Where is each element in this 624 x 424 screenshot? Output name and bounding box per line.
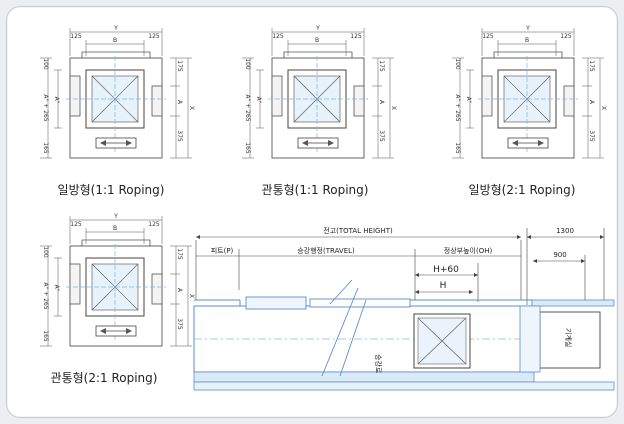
dim-125-right: 125 <box>148 221 160 228</box>
dim-y: Y <box>113 25 118 32</box>
section-diagram: 전고(TOTAL HEIGHT) 피트(P) 승강행정(TRAVEL) 정상부높… <box>193 226 615 391</box>
dim-a2: A" <box>255 97 262 104</box>
dim-a: A <box>176 100 183 105</box>
dim-y: Y <box>315 25 320 32</box>
dim-1300: 1300 <box>556 227 574 235</box>
hoistway-label: 승강로 <box>374 354 383 374</box>
dim-x: X <box>600 106 607 110</box>
dim-b: B <box>113 225 117 232</box>
dim-a2: A" <box>53 97 60 104</box>
caption-plan-2: 관통형(1:1 Roping) <box>262 183 369 197</box>
plan-body <box>267 51 369 159</box>
dim-100: 100 <box>42 58 49 70</box>
plan-body <box>477 51 579 159</box>
dim-375: 375 <box>378 130 385 142</box>
dim-165: 165 <box>454 142 461 154</box>
dim-x: X <box>188 106 195 110</box>
travel-label: 승강행정(TRAVEL) <box>297 246 355 255</box>
dim-900: 900 <box>553 251 566 259</box>
pit-label: 피트(P) <box>211 246 234 255</box>
dim-125-left: 125 <box>70 221 82 228</box>
dim-165: 165 <box>42 330 49 342</box>
dim-y: Y <box>525 25 530 32</box>
dim-a2-265: A" + 265 <box>42 282 49 309</box>
dim-375: 375 <box>588 130 595 142</box>
dim-a2-265: A" + 265 <box>454 94 461 121</box>
dim-100: 100 <box>42 246 49 258</box>
dim-375: 375 <box>176 130 183 142</box>
caption-plan-3: 일방형(2:1 Roping) <box>469 183 576 197</box>
dim-125-left: 125 <box>482 33 494 40</box>
dim-125-left: 125 <box>272 33 284 40</box>
h60-label: H+60 <box>433 265 459 275</box>
dim-b: B <box>113 37 117 44</box>
dim-x: X <box>188 294 195 298</box>
dim-y: Y <box>113 213 118 220</box>
caption-plan-1: 일방형(1:1 Roping) <box>58 183 165 197</box>
dim-125-right: 125 <box>560 33 572 40</box>
base-band <box>193 381 615 391</box>
buffer-block <box>245 296 307 310</box>
dim-175: 175 <box>378 60 385 72</box>
floor-band <box>193 371 535 383</box>
dim-b: B <box>525 37 529 44</box>
machine-room <box>539 311 601 369</box>
rail-top <box>309 298 411 308</box>
dim-a: A <box>588 100 595 105</box>
dim-a: A <box>378 100 385 105</box>
dim-375: 375 <box>176 318 183 330</box>
plan-body <box>65 239 167 347</box>
dim-165: 165 <box>42 142 49 154</box>
h-label: H <box>440 281 447 291</box>
dim-175: 175 <box>176 60 183 72</box>
captions: 일방형(1:1 Roping) 관통형(1:1 Roping) 일방형(2:1 … <box>51 183 576 385</box>
dim-x: X <box>390 106 397 110</box>
dim-125-right: 125 <box>350 33 362 40</box>
overhead-label: 정상부높이(OH) <box>444 246 493 255</box>
dim-165: 165 <box>244 142 251 154</box>
dim-175: 175 <box>176 248 183 260</box>
dim-175: 175 <box>588 60 595 72</box>
dim-a2-265: A" + 265 <box>42 94 49 121</box>
machine-room-label: 기계실 <box>564 328 573 347</box>
dim-100: 100 <box>244 58 251 70</box>
total-height-label: 전고(TOTAL HEIGHT) <box>323 226 393 235</box>
dim-125-left: 125 <box>70 33 82 40</box>
dim-a2: A" <box>465 97 472 104</box>
dim-a: A <box>176 288 183 293</box>
dim-b: B <box>315 37 319 44</box>
break-line <box>321 279 359 377</box>
caption-plan-4: 관통형(2:1 Roping) <box>51 371 158 385</box>
dim-125-right: 125 <box>148 33 160 40</box>
dim-a2-265: A" + 265 <box>244 94 251 121</box>
dim-a2: A" <box>53 285 60 292</box>
plan-body <box>65 51 167 159</box>
dim-100: 100 <box>454 58 461 70</box>
